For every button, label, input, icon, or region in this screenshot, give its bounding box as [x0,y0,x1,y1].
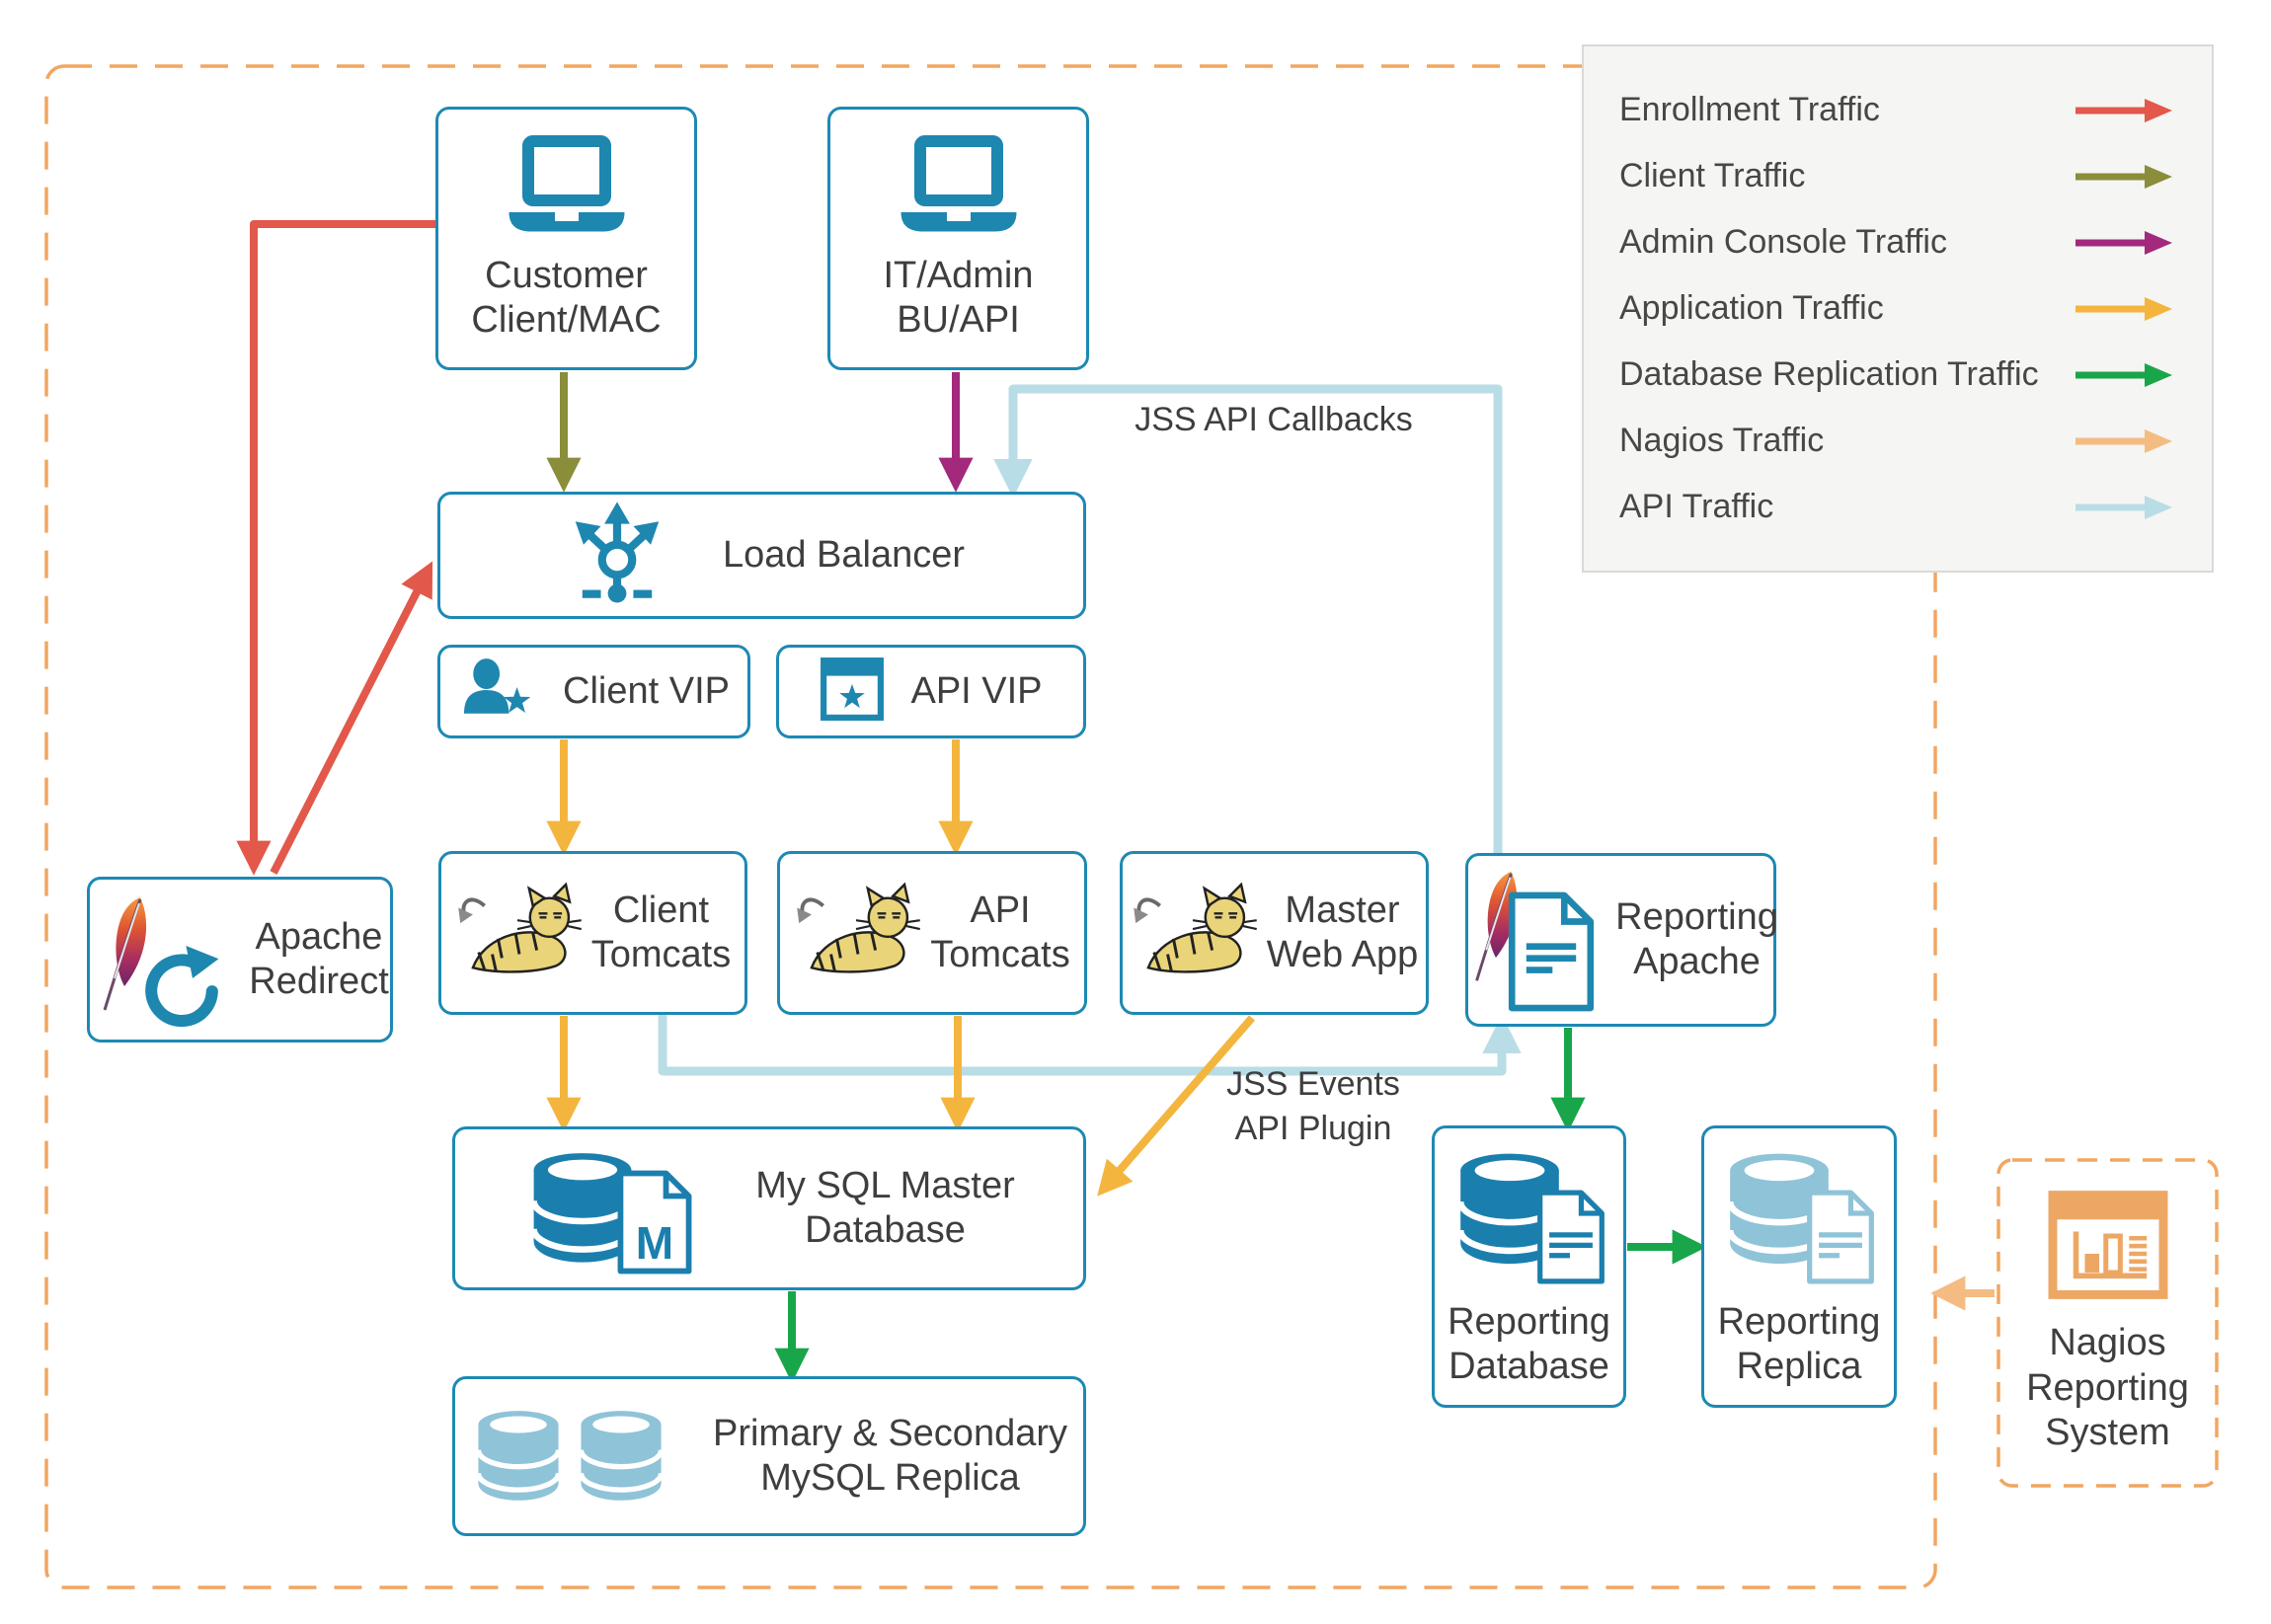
legend-item-api: API Traffic [1619,474,2174,540]
node-label: Reporting Database [1448,1301,1610,1387]
database-master-icon: M [523,1142,701,1276]
node-label: Reporting Replica [1717,1301,1881,1387]
node-label: Client VIP [563,670,730,713]
node-reporting-replica: Reporting Replica [1701,1125,1897,1408]
node-master-web-app: Master Web App [1120,851,1429,1015]
tomcat-icon [1131,882,1257,984]
legend-arrow-application [2075,296,2172,321]
node-reporting-apache: Reporting Apache [1463,853,1778,1027]
node-reporting-database: Reporting Database [1432,1125,1626,1408]
svg-text:M: M [636,1216,673,1268]
node-label: Nagios Reporting System [2026,1322,2189,1454]
node-label: Load Balancer [722,534,966,577]
node-label: Customer Client/MAC [471,254,662,341]
node-nagios-reporting-system: Nagios Reporting System [1998,1160,2217,1486]
node-load-balancer: Load Balancer [437,492,1086,619]
nagios-dashed-border [1997,1158,2219,1488]
arrow-enrollment-to-loadbalancer [270,561,433,875]
document-icon [1509,891,1595,1012]
arrow-api-events-plugin [658,1014,1522,1076]
legend-item-enrollment: Enrollment Traffic [1619,77,2174,143]
legend-arrow-db-replication [2075,362,2172,387]
redirect-refresh-icon [145,946,219,1028]
legend-item-application: Application Traffic [1619,275,2174,342]
database-document-icon [1451,1144,1607,1292]
legend-arrow-admin-console [2075,230,2172,255]
node-api-vip: API VIP [776,645,1086,738]
legend-item-client: Client Traffic [1619,143,2174,209]
node-client-vip: Client VIP [437,645,750,738]
arrow-api-callbacks [993,384,1503,855]
legend-label: Application Traffic [1619,289,1884,327]
laptop-icon [493,134,641,244]
legend-label: Nagios Traffic [1619,422,1825,459]
node-apache-redirect: Apache Redirect [87,877,393,1043]
apache-feather-redirect-icon [91,890,231,1029]
window-star-icon [820,657,885,727]
apache-feather-document-icon [1463,866,1602,1014]
tomcat-icon [794,882,921,984]
legend-label: Database Replication Traffic [1619,355,2039,393]
legend-item-nagios: Nagios Traffic [1619,408,2174,474]
legend-label: Enrollment Traffic [1619,91,1880,128]
node-label: My SQL Master Database [755,1165,1015,1251]
legend-arrow-api [2075,495,2172,519]
legend-label: Admin Console Traffic [1619,223,1947,261]
node-client-tomcats: Client Tomcats [438,851,747,1015]
main-dashed-border [44,64,1937,1589]
node-api-tomcats: API Tomcats [777,851,1087,1015]
legend-arrow-enrollment [2075,98,2172,122]
legend-label: Client Traffic [1619,157,1806,194]
node-label: Client Tomcats [590,889,732,975]
document-icon [1536,1190,1605,1284]
tomcat-icon [455,882,582,984]
person-star-icon [458,657,537,727]
laptop-icon [885,134,1033,244]
node-it-admin: IT/Admin BU/API [827,107,1089,370]
node-label: Primary & Secondary MySQL Replica [712,1413,1067,1499]
annotation-jss-events-api-plugin: JSS Events API Plugin [1226,1065,1400,1147]
legend-label: API Traffic [1619,488,1774,525]
node-customer-client: Customer Client/MAC [435,107,697,370]
node-label: Apache Redirect [249,916,389,1002]
legend-arrow-nagios [2075,428,2172,453]
node-mysql-replica: Primary & Secondary MySQL Replica [452,1376,1086,1536]
legend-arrow-client [2075,164,2172,189]
load-balancer-icon [559,500,675,611]
nagios-report-icon [2047,1190,2169,1305]
node-label: Master Web App [1266,889,1419,975]
legend-item-admin-console: Admin Console Traffic [1619,209,2174,275]
arrow-enrollment-to-apache [236,220,435,876]
node-label: IT/Admin BU/API [883,254,1034,341]
document-m-icon: M [617,1170,692,1274]
arrow-masterwebapp-to-master [1097,1015,1256,1197]
database-replica-pair-icon [471,1401,668,1511]
node-label: Reporting Apache [1615,896,1778,982]
legend-item-db-replication: Database Replication Traffic [1619,342,2174,408]
database-document-light-icon [1721,1144,1877,1292]
document-icon [1807,1190,1874,1284]
node-label: API VIP [910,670,1043,713]
traffic-legend: Enrollment Traffic Client Traffic Admin … [1582,44,2214,573]
annotation-jss-api-callbacks: JSS API Callbacks [1135,401,1413,438]
node-label: API Tomcats [930,889,1070,975]
node-mysql-master-database: M My SQL Master Database [452,1126,1086,1290]
